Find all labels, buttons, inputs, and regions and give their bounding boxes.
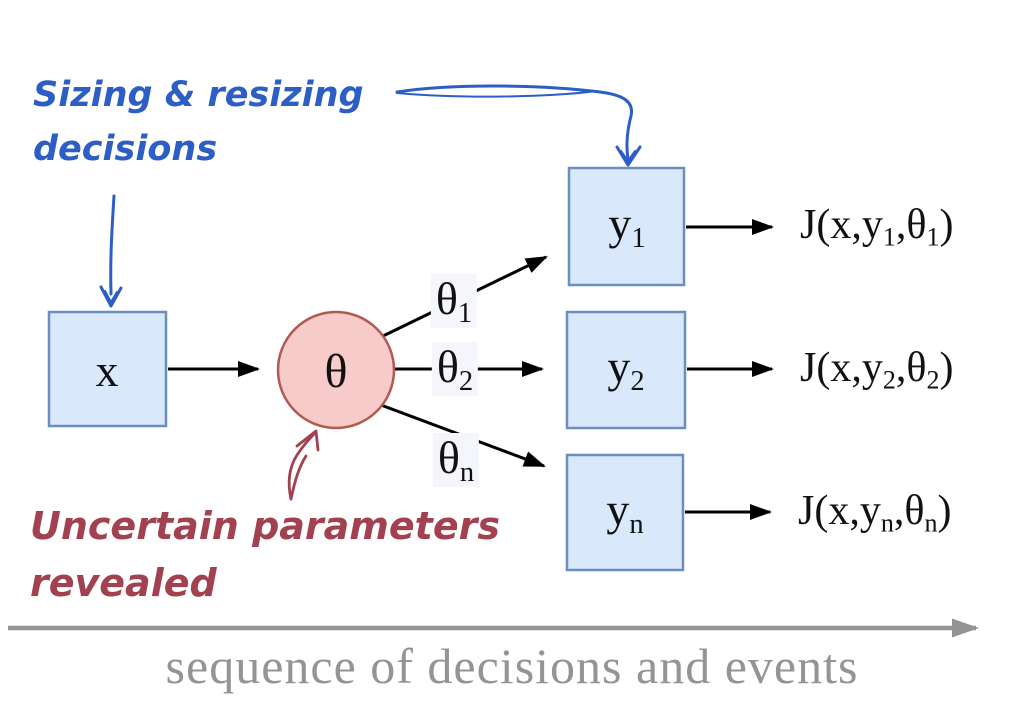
node-theta-circle — [276, 310, 396, 430]
edge-label-theta1: θ1 — [430, 273, 478, 329]
blue-arrowhead-x-icon — [99, 285, 123, 308]
j1-p3: ) — [939, 202, 954, 248]
blue-arrowhead-y1-inner-icon — [620, 150, 636, 162]
theta1-base: θ — [435, 273, 458, 324]
jn-p2: ,θ — [893, 488, 925, 534]
yn-base: y — [606, 484, 630, 535]
red-arrow-to-theta — [287, 431, 317, 501]
theta2-base: θ — [436, 341, 459, 392]
y1-base: y — [608, 198, 632, 249]
jn-s1: n — [880, 508, 894, 538]
node-x-label: x — [95, 345, 119, 396]
j2-p3: ) — [939, 345, 954, 391]
jn-p3: ) — [937, 488, 952, 534]
blue-curve-to-y1 — [395, 84, 634, 161]
y2-sub: 2 — [630, 365, 645, 397]
jn-s2: n — [924, 508, 938, 538]
node-theta-label: θ — [324, 345, 348, 398]
j1-p1: J(x,y — [800, 202, 883, 248]
red-arrowhead-icon — [295, 429, 320, 452]
node-yn-label: yn — [606, 484, 643, 539]
blue-arrowhead-x-inner-icon — [104, 290, 118, 303]
j2-s2: 2 — [926, 365, 940, 395]
sizing-annotation-line2: decisions — [33, 129, 218, 170]
uncertain-annotation-line2: revealed — [30, 561, 217, 605]
blue-arrow-to-x — [109, 194, 116, 296]
uncertain-annotation: Uncertain parameters revealed — [30, 498, 500, 612]
y1-sub: 1 — [631, 222, 646, 254]
j1-s1: 1 — [882, 222, 896, 252]
sizing-annotation: Sizing & resizing decisions — [33, 68, 364, 177]
y2-base: y — [607, 341, 631, 392]
blue-arrowhead-y1-icon — [615, 145, 642, 167]
output-j2: J(x,y2,θ2) — [800, 345, 954, 393]
node-y1-box — [567, 166, 686, 287]
jn-p1: J(x,y — [798, 488, 881, 534]
edge-label-thetan: θn — [432, 432, 480, 488]
j1-s2: 1 — [926, 222, 940, 252]
node-y2-box — [565, 310, 687, 430]
j1-p2: ,θ — [895, 202, 927, 248]
node-y2-label: y2 — [607, 341, 644, 396]
output-j1: J(x,y1,θ1) — [800, 202, 954, 250]
node-y1-label: y1 — [608, 198, 645, 253]
theta1-sub: 1 — [457, 297, 473, 329]
node-x-box — [47, 310, 168, 428]
node-yn-box — [565, 453, 685, 572]
output-jn: J(x,yn,θn) — [798, 488, 952, 536]
red-arrow-loop-stroke — [289, 454, 308, 501]
thetan-base: θ — [437, 432, 460, 483]
yn-sub: n — [629, 508, 644, 540]
j2-s1: 2 — [882, 365, 896, 395]
edge-label-theta2: θ2 — [431, 341, 479, 397]
theta2-sub: 2 — [458, 365, 474, 397]
thetan-sub: n — [459, 456, 475, 488]
j2-p1: J(x,y — [800, 345, 883, 391]
j2-p2: ,θ — [895, 345, 927, 391]
blue-curve-loop-stroke — [396, 90, 598, 98]
timeline-axis-label: sequence of decisions and events — [165, 638, 859, 694]
sizing-annotation-line1: Sizing & resizing — [33, 75, 364, 115]
uncertain-annotation-line1: Uncertain parameters — [30, 504, 500, 548]
